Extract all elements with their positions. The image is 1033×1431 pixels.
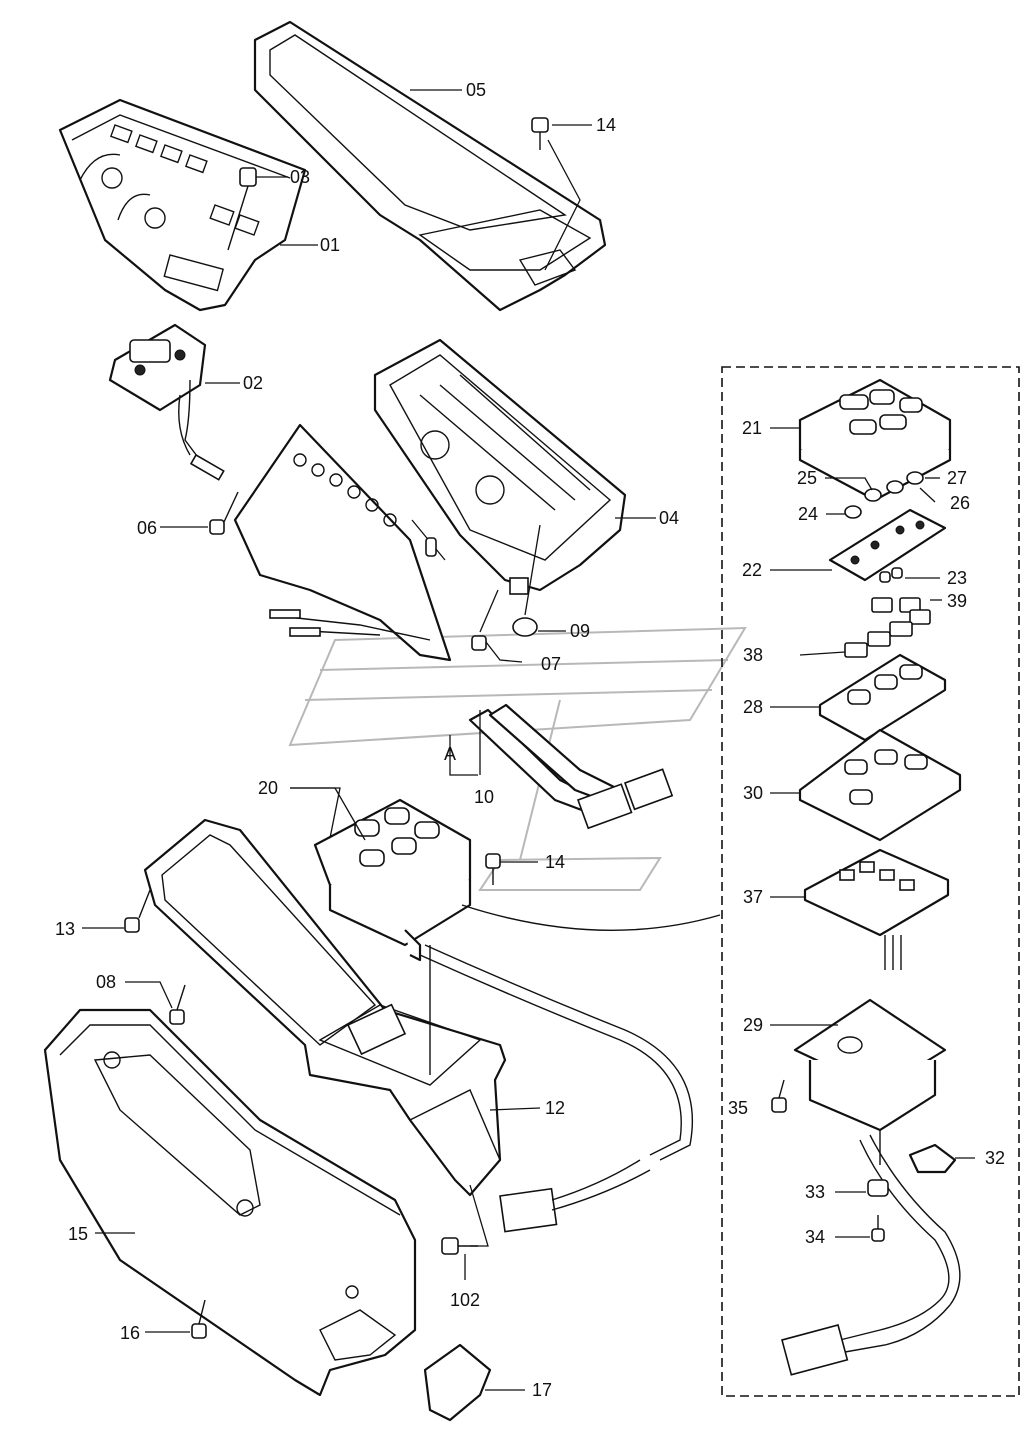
callout-09: 09 <box>570 621 590 641</box>
part-14-screw-mid <box>485 853 538 885</box>
callout-26: 26 <box>950 493 970 513</box>
part-12-bracket <box>143 818 694 1197</box>
callout-39: 39 <box>947 591 967 611</box>
callout-10: 10 <box>474 787 494 807</box>
callout-21: 21 <box>742 418 762 438</box>
part-09-grommet <box>512 524 541 637</box>
wire-harness <box>233 423 452 662</box>
callout-05: 05 <box>466 80 486 100</box>
part-32-clip <box>908 1143 975 1174</box>
callout-15: 15 <box>68 1224 88 1244</box>
part-33-34-clamp <box>835 1134 961 1306</box>
detail-box-dashed-border <box>721 366 1020 1397</box>
part-10-cable <box>449 703 674 830</box>
part-08-screw <box>125 981 186 1025</box>
callout-22: 22 <box>742 560 762 580</box>
callout-14-mid: 14 <box>545 852 565 872</box>
callout-08: 08 <box>96 972 116 992</box>
callout-30: 30 <box>743 783 763 803</box>
part-22-circuit-board <box>770 508 947 582</box>
callout-37: 37 <box>743 887 763 907</box>
callout-20: 20 <box>258 778 278 798</box>
part-07-screw <box>471 589 523 663</box>
part-02-switch-assembly <box>108 323 225 481</box>
part-102-bolt <box>441 1184 489 1280</box>
callout-27: 27 <box>947 468 967 488</box>
part-04-housing <box>373 338 627 595</box>
callout-01: 01 <box>320 235 340 255</box>
callout-03: 03 <box>290 167 310 187</box>
callout-04: 04 <box>659 508 679 528</box>
callout-17: 17 <box>532 1380 552 1400</box>
part-28-keypad-frame <box>770 653 947 742</box>
part-06-screw <box>209 491 239 535</box>
callout-16: 16 <box>120 1323 140 1343</box>
callout-02: 02 <box>243 373 263 393</box>
callout-24: 24 <box>798 504 818 524</box>
part-03-screw <box>227 167 257 251</box>
callout-28: 28 <box>743 697 763 717</box>
part-16-screw <box>145 1299 207 1339</box>
callout-38: 38 <box>743 645 763 665</box>
callout-14-top: 14 <box>596 115 616 135</box>
part-buttons-25-27-24-26 <box>825 471 940 519</box>
part-15-lower-cover <box>43 1008 417 1397</box>
callout-A: A <box>444 744 456 764</box>
part-20-control-unit <box>290 787 721 962</box>
connector-lower <box>499 1159 651 1233</box>
callout-23: 23 <box>947 568 967 588</box>
callout-13: 13 <box>55 919 75 939</box>
part-37-pcb <box>770 848 950 970</box>
callout-102: 102 <box>450 1290 480 1310</box>
part-01-control-panel <box>58 98 307 312</box>
part-17-cap <box>423 1343 525 1422</box>
callout-12: 12 <box>545 1098 565 1118</box>
callout-25: 25 <box>797 468 817 488</box>
callout-29: 29 <box>743 1015 763 1035</box>
part-30-panel <box>770 728 962 842</box>
callout-07: 07 <box>541 654 561 674</box>
callout-32: 32 <box>985 1148 1005 1168</box>
part-35-screw <box>771 1079 787 1113</box>
part-05-frame <box>253 20 607 312</box>
part-29-base <box>770 998 947 1165</box>
part-21-top-cover <box>770 378 952 502</box>
part-14-screw-top <box>531 117 581 271</box>
part-small-23-39-38 <box>799 567 942 658</box>
callout-34: 34 <box>805 1227 825 1247</box>
callout-06: 06 <box>137 518 157 538</box>
part-13-screw <box>82 889 151 933</box>
connector-detail-box <box>781 1299 951 1376</box>
callout-35: 35 <box>728 1098 748 1118</box>
callout-33: 33 <box>805 1182 825 1202</box>
